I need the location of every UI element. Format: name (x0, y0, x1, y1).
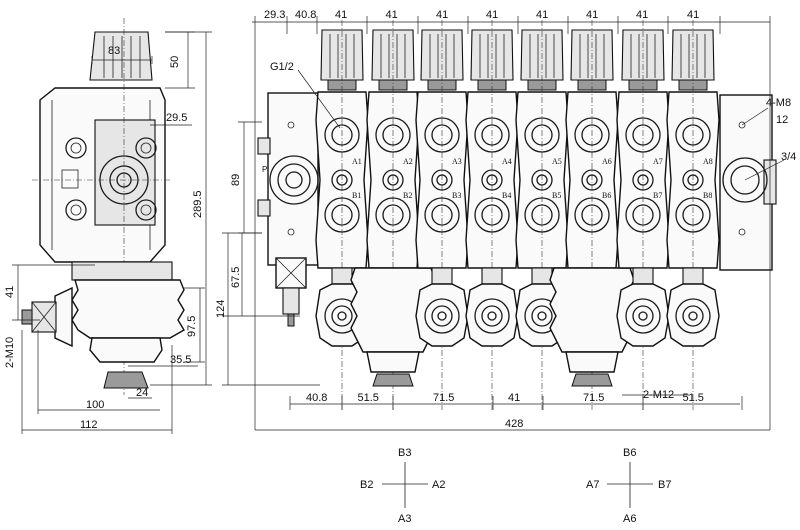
end-cap (666, 283, 720, 347)
dir-b7: B7 (658, 479, 671, 491)
top-dim-label: 41 (586, 9, 598, 21)
dim-112: 112 (80, 419, 98, 431)
dim-289-5: 289.5 (192, 190, 204, 218)
dim-m8: 4-M8 (766, 97, 791, 109)
port-a-label: A3 (452, 157, 462, 166)
dim-67-5: 67.5 (230, 267, 242, 288)
end-cap (415, 283, 469, 347)
dir-a6: A6 (623, 513, 636, 525)
top-dim-chain: 29.3 40.8 41 41 41 41 41 41 41 41 (264, 9, 721, 34)
dim-29-5: 29.5 (166, 112, 187, 124)
dir-a2: A2 (432, 479, 445, 491)
top-dim-label: 40.8 (295, 9, 316, 21)
bottom-dim-label: 40.8 (306, 392, 327, 404)
dim-12: 12 (776, 114, 788, 126)
dir-a3: A3 (398, 513, 411, 525)
inlet-port-p (269, 155, 319, 205)
dim-100: 100 (86, 399, 104, 411)
port-a-label: A8 (703, 157, 713, 166)
side-view: 83 50 29.5 289.5 41 2-M10 97.5 35.5 24 1… (4, 18, 212, 434)
top-dim-label: 41 (386, 9, 398, 21)
end-cap (465, 283, 519, 347)
side-bellows (71, 279, 185, 339)
port-a-label: A2 (403, 157, 413, 166)
dim-50: 50 (169, 56, 181, 68)
top-dim-label: 41 (335, 9, 347, 21)
dir-b6: B6 (623, 447, 636, 459)
bottom-dim-label: 71.5 (583, 392, 604, 404)
top-dim-label: 29.3 (264, 9, 285, 21)
side-nut (103, 371, 149, 389)
outlet-plate (719, 94, 773, 271)
top-dim-label: 41 (536, 9, 548, 21)
dim-124: 124 (215, 300, 227, 318)
outlet-port (722, 157, 768, 203)
dim-3-4: 3/4 (781, 151, 796, 163)
port-a-label: A4 (502, 157, 512, 166)
dir-b2: B2 (360, 479, 373, 491)
direction-diagram-right: B6 A7 B7 A6 (586, 447, 671, 525)
port-b-label: B7 (653, 191, 662, 200)
dim-41: 41 (4, 286, 16, 298)
dim-35-5: 35.5 (170, 354, 191, 366)
dim-m12: 2-M12 (643, 389, 674, 401)
thread-g1-2: G1/2 (270, 61, 294, 73)
port-b-label: B5 (552, 191, 561, 200)
port-b-label: B8 (703, 191, 712, 200)
dim-m10: 2-M10 (4, 337, 16, 368)
dir-a7: A7 (586, 479, 599, 491)
port-b-label: B6 (602, 191, 611, 200)
label-p: P (262, 165, 267, 174)
end-cap (616, 283, 670, 347)
dim-428: 428 (505, 418, 523, 430)
dim-24: 24 (136, 387, 148, 399)
dim-89: 89 (230, 174, 242, 186)
bottom-dim-label: 41 (508, 392, 520, 404)
top-dim-label: 41 (486, 9, 498, 21)
top-dim-label: 41 (436, 9, 448, 21)
dim-83: 83 (108, 45, 120, 57)
g12-leader (297, 69, 341, 129)
dir-b3: B3 (398, 447, 411, 459)
direction-diagram-left: B3 B2 A2 A3 (360, 447, 445, 525)
side-top-cap (89, 31, 153, 81)
port-a-label: A1 (352, 157, 362, 166)
port-b-label: B4 (502, 191, 511, 200)
port-b-label: B1 (352, 191, 361, 200)
bottom-dim-label: 71.5 (433, 392, 454, 404)
port-a-label: A5 (552, 157, 562, 166)
port-a-label: A7 (653, 157, 663, 166)
dim-97-5: 97.5 (186, 316, 198, 337)
port-a-label: A6 (602, 157, 612, 166)
port-b-label: B3 (452, 191, 461, 200)
top-dim-label: 41 (687, 9, 699, 21)
bottom-dim-label: 51.5 (683, 392, 704, 404)
bottom-dim-label: 51.5 (358, 392, 379, 404)
top-dim-label: 41 (636, 9, 648, 21)
port-b-label: B2 (403, 191, 412, 200)
